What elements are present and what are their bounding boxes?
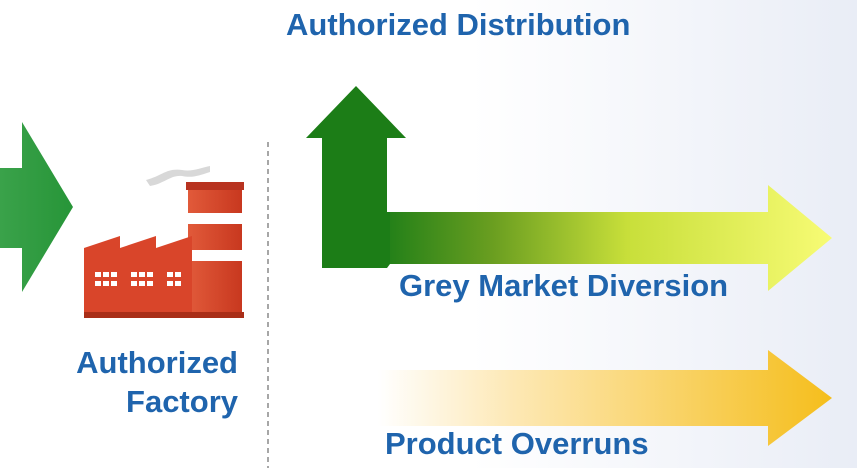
grey-market-arrow — [378, 185, 832, 291]
grey-market-diversion-label: Grey Market Diversion — [399, 268, 729, 303]
distribution-arrow — [306, 86, 406, 268]
overruns-arrow — [378, 350, 832, 446]
authorized-factory-label: Authorized Factory — [0, 344, 238, 422]
product-overruns-label: Product Overruns — [385, 426, 649, 461]
factory-label-line2: Factory — [126, 383, 238, 419]
factory-label-line1: Authorized — [76, 345, 238, 380]
input-arrow-icon — [0, 122, 73, 292]
authorized-distribution-label: Authorized Distribution — [286, 7, 631, 42]
factory-icon — [84, 166, 244, 318]
